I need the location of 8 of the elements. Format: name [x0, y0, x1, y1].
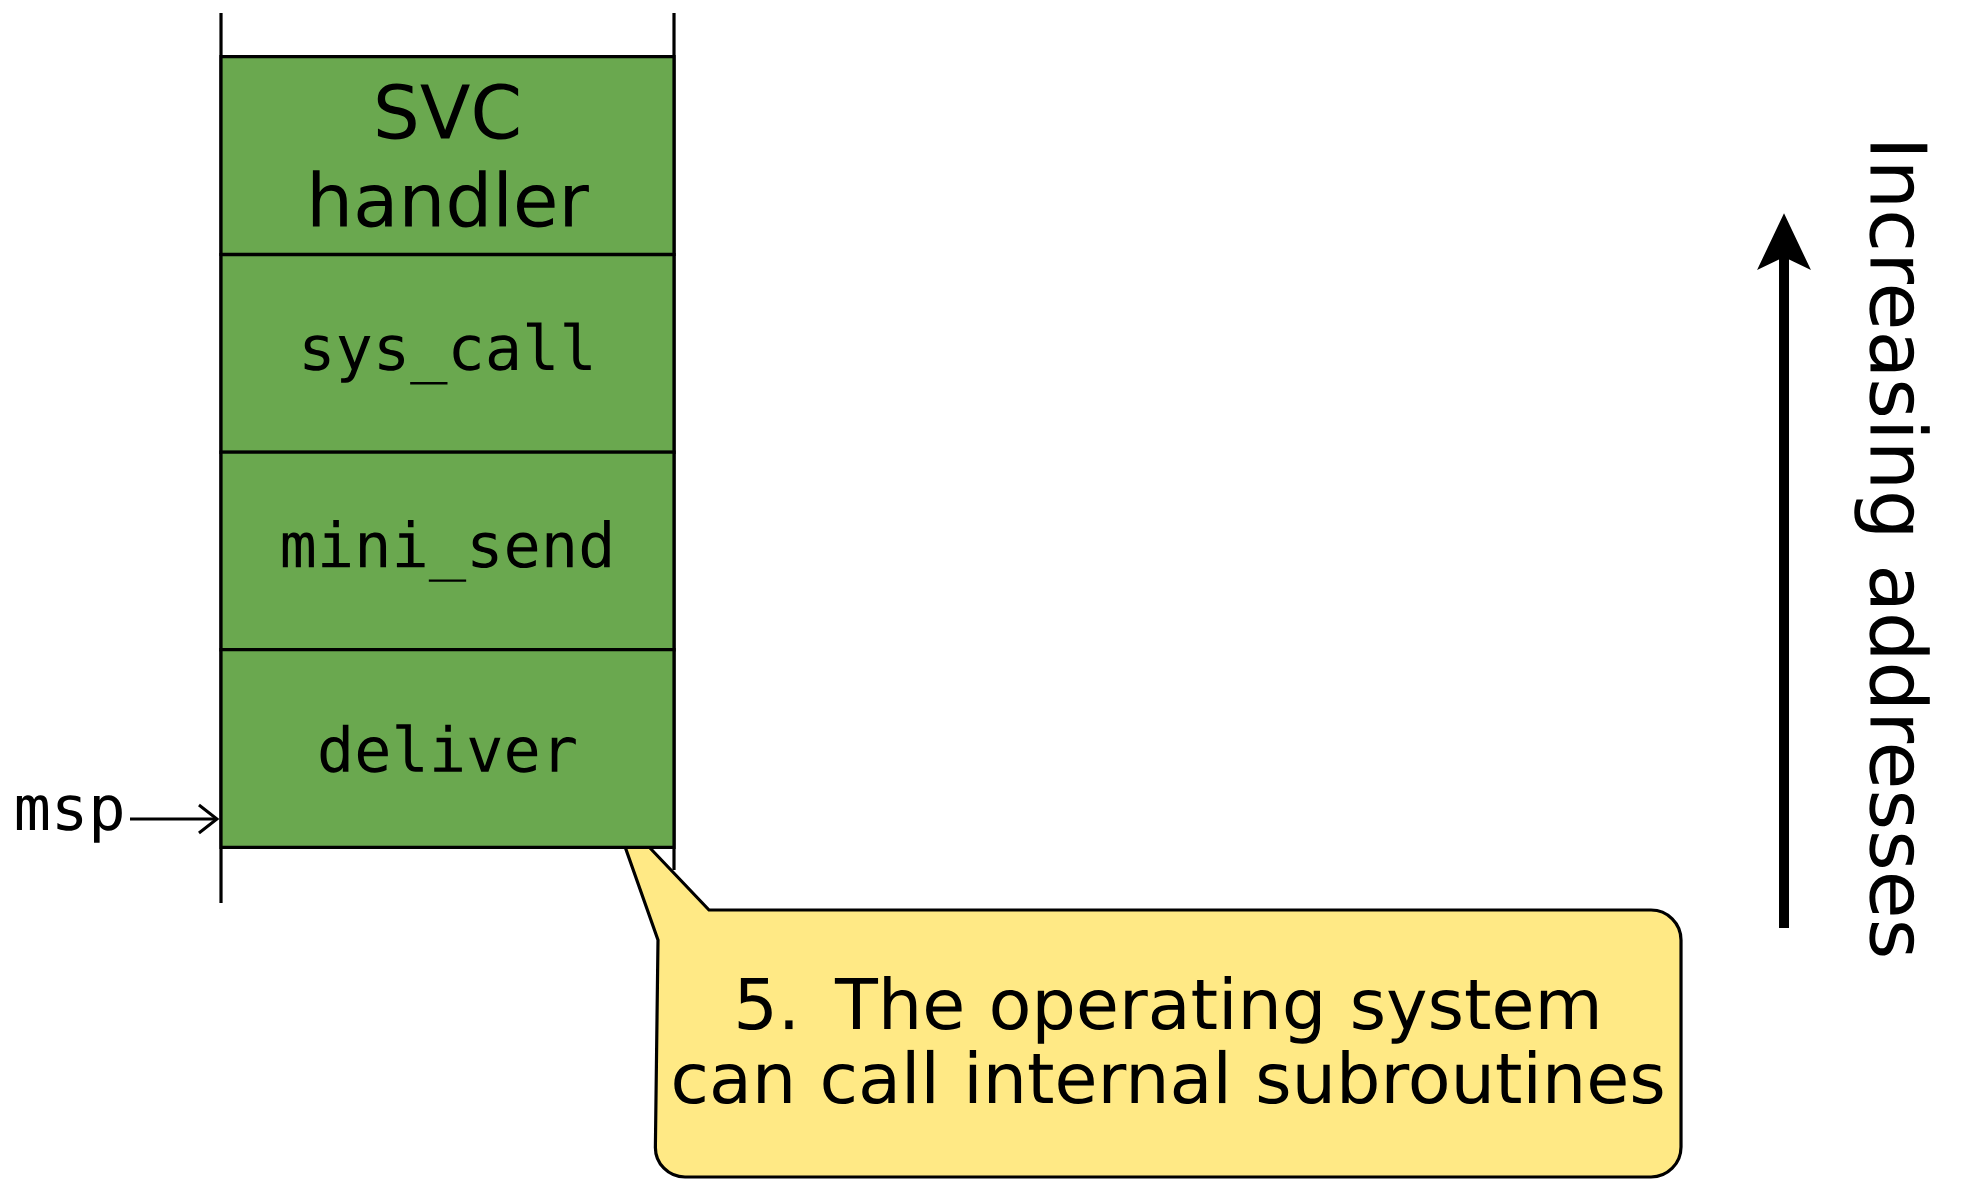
axis-label: Increasing addresses: [1854, 144, 1930, 956]
stack-frame: deliver: [219, 648, 676, 849]
stack-frame: mini_send: [219, 450, 676, 652]
callout-text: 5. The operating system can call internal subroutines: [674, 975, 1663, 1105]
stack-frame: SVC handler: [219, 55, 676, 256]
stack-frame: sys_call: [219, 253, 676, 454]
pointer-label: msp: [16, 795, 122, 843]
arrow: [130, 803, 220, 835]
